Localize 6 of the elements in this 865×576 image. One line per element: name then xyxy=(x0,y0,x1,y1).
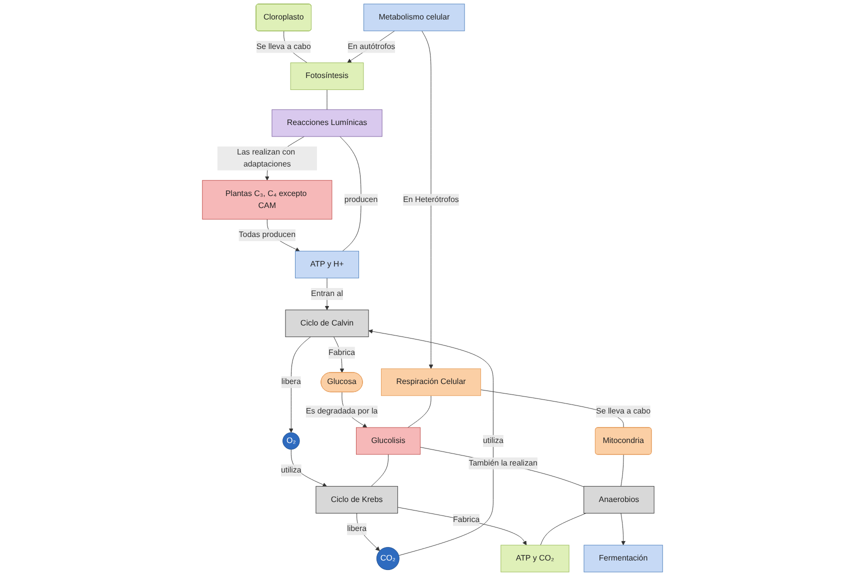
connector xyxy=(340,136,362,252)
connector xyxy=(620,454,624,487)
connector xyxy=(540,512,586,546)
connector xyxy=(420,446,584,488)
connector xyxy=(408,395,432,428)
connector xyxy=(370,454,389,487)
